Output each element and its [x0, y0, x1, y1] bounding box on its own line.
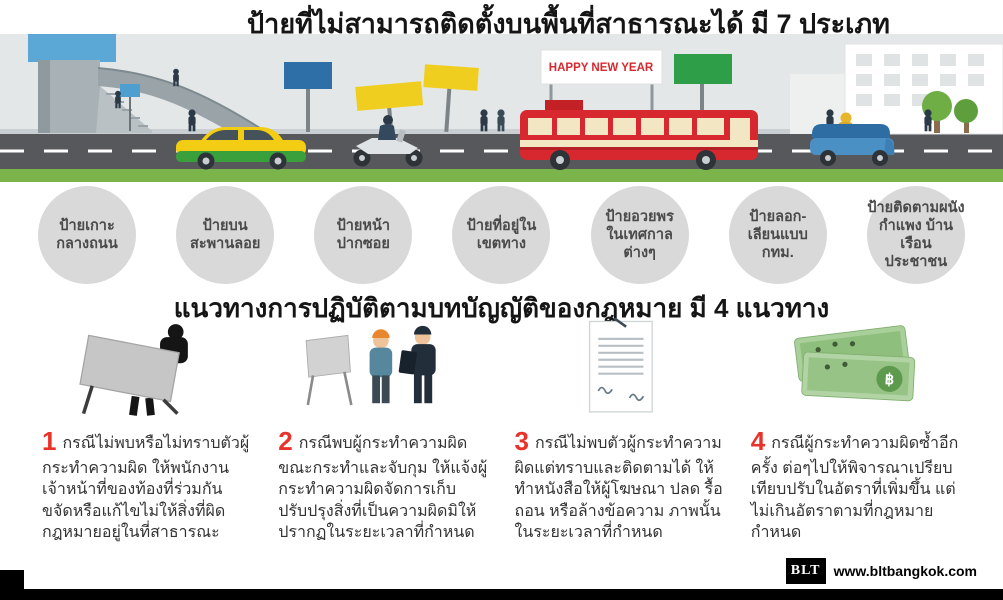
fine-banknotes-icon: ฿ — [751, 318, 961, 418]
guideline-2-number: 2 — [278, 426, 293, 456]
guideline-3-number: 3 — [514, 426, 529, 456]
pedestrian-bridge — [28, 34, 269, 134]
sign-type-circle-3: ป้ายหน้า ปากซอย — [314, 186, 413, 284]
blue-street-sign — [284, 62, 332, 132]
small-blue-sign — [120, 84, 140, 97]
bus — [520, 100, 758, 170]
street-scene: HAPPY NEW YEAR — [0, 34, 1003, 182]
person-removing-sign-icon — [42, 318, 252, 418]
notice-document-icon — [515, 318, 725, 418]
blt-logo: BLT — [785, 558, 826, 584]
guideline-1-number: 1 — [42, 426, 57, 456]
website-url: www.bltbangkok.com — [833, 563, 977, 579]
baht-symbol: ฿ — [885, 372, 895, 388]
tuk-tuk — [810, 112, 895, 166]
grass-strip — [0, 169, 1003, 182]
section2-title: แนวทางการปฏิบัติตามบทบัญญัติของกฎหมาย มี… — [173, 293, 830, 323]
sign-type-circle-1: ป้ายเกาะ กลางถนน — [38, 186, 136, 284]
guideline-4-body: กรณีผู้กระทำความผิดซ้ำอีกครั้ง ต่อๆไปให้… — [750, 435, 959, 541]
rider-helmet — [383, 115, 393, 125]
yellow-street-sign-2 — [423, 64, 479, 133]
footer-bar — [0, 589, 1003, 600]
guideline-3-body: กรณีไม่พบตัวผู้กระทำความผิดแต่ทราบและติด… — [514, 435, 723, 541]
sign-type-circle-5: ป้ายอวยพร ในเทศกาล ต่างๆ — [590, 186, 689, 284]
driver-helmet — [840, 112, 852, 124]
sign-type-circle-6: ป้ายลอก- เลียนแบบ กทม. — [728, 186, 827, 284]
motorcycle — [353, 115, 423, 167]
street-scene-illustration: HAPPY NEW YEAR — [0, 34, 1003, 182]
guideline-2-body: กรณีพบผู้กระทำความผิดขณะกระทำและจับกุม ใ… — [278, 435, 488, 541]
sign-type-circle-2: ป้ายบน สะพานลอย — [176, 186, 275, 284]
guideline-4-number: 4 — [750, 426, 766, 456]
brand-footer: BLT www.bltbangkok.com — [785, 558, 977, 584]
green-street-sign — [674, 54, 732, 132]
officer-arrest-icon — [278, 318, 488, 418]
banner-text: HAPPY NEW YEAR — [549, 62, 654, 74]
guideline-1-body: กรณีไม่พบหรือไม่ทราบตัวผู้กระทำความผิด ใ… — [42, 435, 250, 541]
sign-type-circle-4: ป้ายที่อยู่ใน เขตทาง — [452, 186, 551, 284]
sign-type-circle-7: ป้ายติดตามผนัง กำแพง บ้านเรือน ประชาชน — [866, 186, 965, 284]
taxi — [176, 127, 306, 170]
sign-types-row: ป้ายเกาะ กลางถนน ป้ายบน สะพานลอย ป้ายหน้… — [0, 186, 1003, 286]
